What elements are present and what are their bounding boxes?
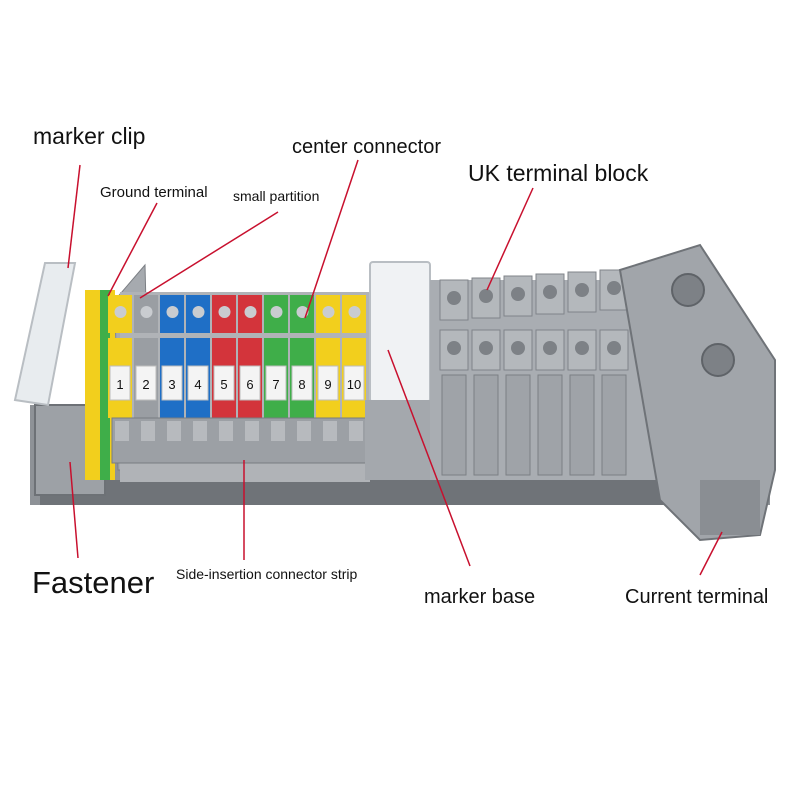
- strip-tooth-10: [349, 421, 363, 441]
- ground-terminal-stripe: [100, 290, 110, 480]
- uk-block-hole-1: [447, 291, 461, 305]
- terminal-screw-hole-3: [166, 306, 179, 318]
- marker-clip: [13, 262, 77, 407]
- marker-number-9: 9: [324, 377, 331, 392]
- terminal-strip: 1 2 3 4 5 6 7 8 9 10: [108, 295, 366, 418]
- strip-tooth-9: [323, 421, 337, 441]
- strip-tooth-1: [115, 421, 129, 441]
- strip-tooth-2: [141, 421, 155, 441]
- uk-block-lower-hole-4: [543, 341, 557, 355]
- uk-block-slot-4: [537, 374, 563, 476]
- uk-block-hole-2: [479, 289, 493, 303]
- uk-block-top-3: [503, 275, 533, 317]
- uk-block-hole-3: [511, 287, 525, 301]
- leader-small-partition: [139, 211, 279, 299]
- leader-lines: [67, 159, 723, 576]
- uk-block-slot-3: [505, 374, 531, 476]
- marker-3: [161, 365, 183, 401]
- terminal-screw-hole-4: [192, 306, 205, 318]
- marker-number-4: 4: [194, 377, 201, 392]
- terminal-screw-hole-7: [270, 306, 283, 318]
- uk-block-slot-5: [569, 374, 595, 476]
- current-terminal-hole-mid: [701, 343, 735, 377]
- marker-1: [109, 365, 131, 401]
- leader-center-connector: [304, 159, 359, 319]
- uk-terminal-blocks: [439, 269, 629, 476]
- uk-block-lower-hole-6: [607, 341, 621, 355]
- uk-block-lower-hole-2: [479, 341, 493, 355]
- uk-block-hole-5: [575, 283, 589, 297]
- label-current-terminal: Current terminal: [625, 586, 769, 608]
- label-ground-terminal: Ground terminal: [100, 184, 208, 201]
- marker-4: [187, 365, 209, 401]
- uk-block-lower-2: [471, 329, 501, 371]
- label-marker-clip: marker clip: [33, 123, 146, 149]
- current-terminal-hole-top: [671, 273, 705, 307]
- terminal-screw-hole-9: [322, 306, 335, 318]
- current-terminal-foot: [700, 480, 760, 535]
- strip-tooth-4: [193, 421, 207, 441]
- marker-10: [343, 365, 365, 401]
- leader-marker-base: [387, 349, 471, 567]
- marker-8: [291, 365, 313, 401]
- terminal-screw-hole-6: [244, 306, 257, 318]
- marker-9: [317, 365, 339, 401]
- uk-block-lower-hole-3: [511, 341, 525, 355]
- din-rail-shadow: [40, 480, 760, 505]
- uk-block-slot-2: [473, 374, 499, 476]
- leader-current-terminal: [699, 531, 723, 576]
- uk-block-lower-hole-1: [447, 341, 461, 355]
- current-terminal: [618, 243, 776, 542]
- strip-tooth-6: [245, 421, 259, 441]
- leader-ground-terminal: [107, 202, 158, 297]
- uk-block-slot-1: [441, 374, 467, 476]
- label-small-partition: small partition: [233, 188, 320, 204]
- marker-6: [239, 365, 261, 401]
- marker-number-5: 5: [220, 377, 227, 392]
- strip-tooth-8: [297, 421, 311, 441]
- leader-fastener: [69, 461, 79, 559]
- label-marker-base: marker base: [424, 586, 536, 608]
- marker-base-foot: [365, 400, 435, 480]
- marker-number-1: 1: [116, 377, 123, 392]
- leader-marker-clip: [67, 164, 81, 269]
- terminal-screw-hole-1: [114, 306, 127, 318]
- label-center-connector: center connector: [292, 136, 441, 158]
- label-uk-terminal-block: UK terminal block: [468, 160, 649, 186]
- marker-number-8: 8: [298, 377, 305, 392]
- strip-tooth-3: [167, 421, 181, 441]
- marker-number-7: 7: [272, 377, 279, 392]
- uk-block-slot-6: [601, 374, 627, 476]
- label-side-insertion-strip: Side-insertion connector strip: [176, 566, 358, 582]
- strip-tooth-7: [271, 421, 285, 441]
- marker-number-2: 2: [142, 377, 149, 392]
- strip-tooth-5: [219, 421, 233, 441]
- uk-block-hole-6: [607, 281, 621, 295]
- marker-7: [265, 365, 287, 401]
- terminal-screw-hole-10: [348, 306, 361, 318]
- terminal-screw-hole-2: [140, 306, 153, 318]
- uk-block-lower-hole-5: [575, 341, 589, 355]
- marker-number-6: 6: [246, 377, 253, 392]
- marker-number-3: 3: [168, 377, 175, 392]
- uk-block-hole-4: [543, 285, 557, 299]
- leader-uk-terminal-block: [486, 187, 534, 291]
- marker-5: [213, 365, 235, 401]
- marker-2: [135, 365, 157, 401]
- label-fastener: Fastener: [32, 565, 155, 600]
- marker-number-10: 10: [347, 377, 361, 392]
- strip-teeth: [115, 421, 363, 441]
- terminal-screw-hole-5: [218, 306, 231, 318]
